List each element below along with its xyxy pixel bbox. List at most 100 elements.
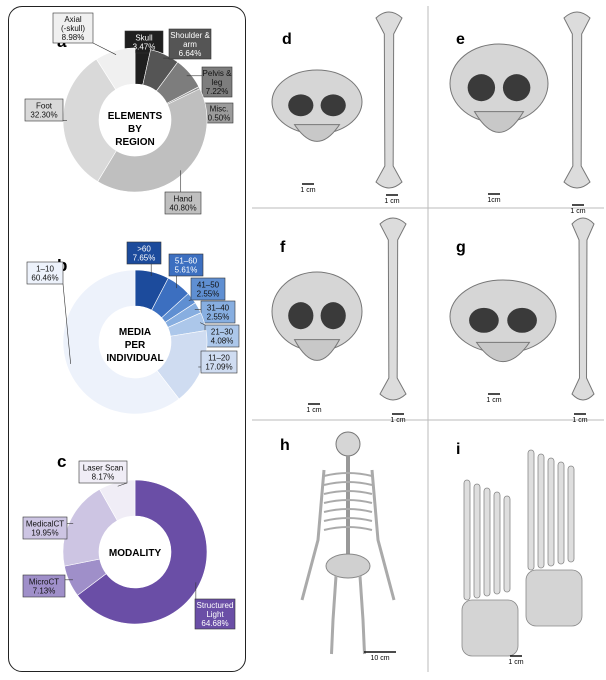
- skull-scale-label: 1 cm: [306, 407, 321, 414]
- pie-hole-b: [99, 306, 171, 378]
- slice-name-a-2: leg: [212, 78, 223, 87]
- jaw-shape: [473, 111, 525, 133]
- slice-name-a-3: Misc.: [210, 105, 229, 114]
- skull-scale-label: 1 cm: [300, 187, 315, 194]
- slice-name-c-1: MicroCT: [29, 578, 59, 587]
- skeleton-leg-right: [358, 575, 366, 655]
- pie-center-label-a: ELEMENTS: [108, 111, 163, 122]
- hand-carpal-cluster: [461, 599, 519, 657]
- skeleton-leg-left: [330, 575, 338, 655]
- bone-scale-label: 1 cm: [572, 417, 587, 424]
- skeleton-arm-right: [370, 469, 396, 601]
- slice-value-c-3: 8.17%: [92, 473, 115, 482]
- slice-value-a-6: 8.98%: [62, 33, 85, 42]
- slice-value-b-5: 17.09%: [205, 363, 232, 372]
- long-bone-image: [563, 11, 591, 189]
- bone-scale-label: 10 cm: [370, 655, 389, 662]
- slice-value-a-2: 7.22%: [206, 87, 229, 96]
- slice-name-a-5: Foot: [36, 102, 53, 111]
- skeleton-skull: [335, 431, 361, 457]
- slice-name-a-2: Pelvis &: [203, 69, 233, 78]
- skeleton-rib: [323, 490, 373, 495]
- slice-name-a-4: Hand: [173, 195, 192, 204]
- slice-value-b-1: 5.61%: [175, 266, 198, 275]
- slice-value-b-4: 4.08%: [211, 337, 234, 346]
- pie-center-label-a: BY: [128, 124, 142, 135]
- foot-bone: [567, 465, 575, 563]
- pie-chart-modality: cStructuredLight64.68%MicroCT7.13%Medica…: [22, 452, 236, 630]
- foot-bone: [557, 461, 565, 565]
- foot-bone: [527, 449, 535, 571]
- slice-name-a-1: Shoulder &: [170, 31, 210, 40]
- image-panel-g: g1 cm1 cm: [449, 217, 595, 424]
- slice-value-b-6: 60.46%: [31, 274, 58, 283]
- slice-name-b-5: 11–20: [208, 354, 230, 363]
- eye-socket-left: [469, 307, 499, 333]
- skeleton-rib: [323, 517, 373, 522]
- slice-label-box-a-5: [24, 98, 64, 122]
- slice-value-a-3: 0.50%: [208, 114, 231, 123]
- foot-tarsal-cluster: [525, 569, 583, 627]
- slice-label-box-c-1: [22, 574, 66, 598]
- slice-name-c-0: Structured: [197, 601, 234, 610]
- pie-center-label-b: INDIVIDUAL: [106, 353, 163, 364]
- hand-bone: [473, 483, 481, 599]
- skull-scale-label: 1cm: [487, 197, 500, 204]
- slice-value-b-2: 2.55%: [197, 290, 220, 299]
- slice-label-box-b-1: [168, 253, 204, 277]
- slice-label-box-a-2: [201, 66, 233, 98]
- slice-label-box-b-2: [190, 277, 226, 301]
- foot-bone: [547, 457, 555, 567]
- slice-name-a-0: Skull: [135, 34, 153, 43]
- hand-bone: [493, 491, 501, 595]
- slice-name-b-1: 51–60: [175, 257, 198, 266]
- jaw-shape: [293, 339, 341, 361]
- pie-hole-a: [99, 84, 171, 156]
- hand-bone: [463, 479, 471, 601]
- eye-socket-left: [288, 94, 314, 117]
- slice-value-a-4: 40.80%: [169, 204, 196, 213]
- eye-socket-left: [288, 302, 314, 330]
- slice-name-b-2: 41–50: [197, 281, 220, 290]
- slice-name-b-4: 21–30: [211, 328, 234, 337]
- eye-socket-right: [507, 307, 537, 333]
- slice-name-a-6: Axial: [64, 15, 82, 24]
- slice-label-box-c-0: [194, 598, 236, 630]
- leader-line-c-3: [117, 482, 128, 487]
- slice-label-box-c-2: [22, 516, 68, 540]
- image-panel-d: d1 cm1 cm: [271, 11, 403, 205]
- pie-chart-media: b>607.65%51–605.61%41–502.55%31–402.55%2…: [26, 241, 240, 415]
- jaw-shape: [475, 341, 531, 362]
- slice-label-box-a-6: [52, 12, 94, 44]
- slice-value-b-0: 7.65%: [133, 254, 156, 263]
- slice-label-box-b-6: [26, 261, 64, 285]
- skeleton-rib: [323, 481, 373, 486]
- slice-value-c-2: 19.95%: [31, 529, 58, 538]
- hand-bone: [503, 495, 511, 593]
- foot-bone: [537, 453, 545, 569]
- bone-scale-label: 1 cm: [508, 659, 523, 666]
- slice-name-b-0: >60: [137, 245, 151, 254]
- eye-socket-right: [320, 302, 346, 330]
- slice-label-box-c-3: [78, 460, 128, 484]
- pie-hole-c: [99, 516, 171, 588]
- image-panel-letter-h: h: [280, 437, 290, 454]
- image-panel-letter-g: g: [456, 239, 466, 256]
- leader-line-b-4: [200, 322, 206, 326]
- skeleton-arm-left: [300, 469, 326, 601]
- image-panel-letter-i: i: [456, 441, 460, 458]
- slice-label-box-a-1: [168, 28, 212, 60]
- slice-name-a-1: arm: [183, 40, 197, 49]
- slice-name-c-0: Light: [206, 610, 224, 619]
- eye-socket-right: [320, 94, 346, 117]
- skeleton-rib: [323, 472, 373, 477]
- jaw-shape: [293, 124, 341, 142]
- leader-line-a-6: [92, 42, 117, 55]
- slice-value-a-1: 6.64%: [179, 49, 202, 58]
- long-bone-image: [571, 217, 595, 401]
